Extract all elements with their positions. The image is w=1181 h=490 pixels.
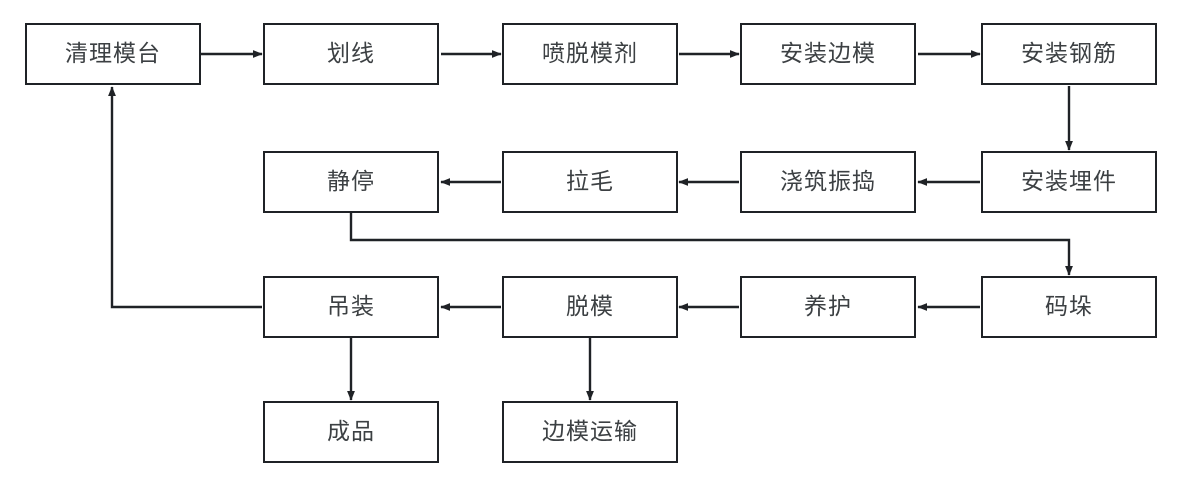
node-install-rebar[interactable]: 安装钢筋: [981, 23, 1157, 85]
node-label: 安装边模: [780, 39, 876, 66]
node-label: 成品: [327, 417, 375, 444]
edge-n13-n1: [108, 86, 262, 309]
node-label: 安装埋件: [1021, 167, 1117, 194]
node-stacking[interactable]: 码垛: [981, 276, 1157, 338]
node-marking-line[interactable]: 划线: [263, 23, 439, 85]
node-clean-mould-table[interactable]: 清理模台: [25, 23, 201, 85]
node-label: 划线: [327, 39, 375, 66]
node-demoulding[interactable]: 脱模: [502, 276, 678, 338]
node-label: 吊装: [327, 292, 375, 319]
node-install-embedded-parts[interactable]: 安装埋件: [981, 151, 1157, 213]
node-label: 养护: [804, 292, 852, 319]
node-label: 脱模: [566, 292, 614, 319]
node-spray-release-agent[interactable]: 喷脱模剂: [502, 23, 678, 85]
node-label: 拉毛: [566, 167, 614, 194]
node-label: 静停: [327, 167, 375, 194]
edge-n9-n10: [349, 213, 1073, 276]
node-finished-product[interactable]: 成品: [263, 401, 439, 463]
node-label: 喷脱模剂: [542, 39, 638, 66]
node-label: 浇筑振捣: [780, 167, 876, 194]
node-label: 安装钢筋: [1021, 39, 1117, 66]
node-pouring-vibrating[interactable]: 浇筑振捣: [740, 151, 916, 213]
node-install-side-mould[interactable]: 安装边模: [740, 23, 916, 85]
node-side-mould-transport[interactable]: 边模运输: [502, 401, 678, 463]
node-hoisting[interactable]: 吊装: [263, 276, 439, 338]
node-surface-roughening[interactable]: 拉毛: [502, 151, 678, 213]
node-label: 码垛: [1045, 292, 1093, 319]
node-label: 清理模台: [65, 39, 161, 66]
node-label: 边模运输: [542, 417, 638, 444]
node-static-curing[interactable]: 静停: [263, 151, 439, 213]
node-curing[interactable]: 养护: [740, 276, 916, 338]
